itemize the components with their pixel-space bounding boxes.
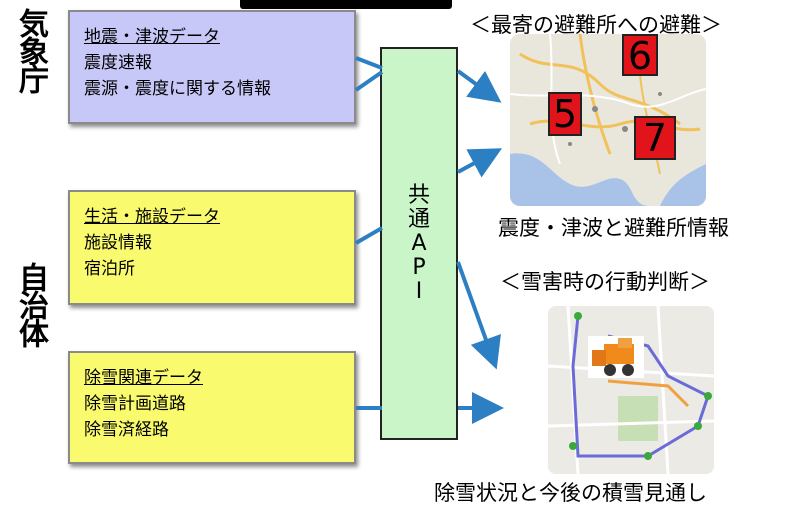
map-drawing [510, 34, 706, 206]
municipality-label: 自治体 [10, 262, 50, 402]
top-bar [240, 0, 452, 9]
evacuation-panel-title: ＜最寄の避難所への避難＞ [470, 13, 722, 37]
magnitude-marker: 5 [548, 92, 582, 136]
earthquake-box-item: 震源・震度に関する情報 [84, 79, 271, 99]
arrow-earthquake-to-api-lower [354, 70, 384, 92]
snow-map-image [548, 306, 714, 474]
arrow-api-to-snow-map [456, 261, 501, 370]
common-api-box: 共 通 A P I [380, 47, 458, 440]
arrow-facility-to-api [355, 226, 383, 245]
snow-map-drawing [548, 306, 714, 474]
facility-data-box: 生活・施設データ 施設情報 宿泊所 [68, 190, 356, 305]
arrow-api-to-evacuation-map-2 [457, 148, 503, 178]
snow-removal-data-box: 除雪関連データ 除雪計画道路 除雪済経路 [68, 351, 356, 464]
api-char: 共 [407, 183, 430, 208]
facility-box-item: 施設情報 [84, 233, 152, 253]
earthquake-box-item: 震度速報 [84, 53, 152, 73]
api-char: A [411, 231, 427, 256]
snowplow-icon [588, 336, 644, 378]
snow-box-item: 除雪計画道路 [84, 394, 186, 414]
jma-label-text: 気象庁 [13, 8, 48, 92]
snow-box-heading: 除雪関連データ [84, 368, 203, 388]
arrow-api-to-evacuation-map [456, 69, 502, 103]
magnitude-marker: 7 [634, 116, 676, 160]
earthquake-data-box: 地震・津波データ 震度速報 震源・震度に関する情報 [68, 10, 356, 124]
snow-panel-caption: 除雪状況と今後の積雪見通し [434, 481, 707, 505]
facility-box-item: 宿泊所 [84, 259, 135, 279]
snow-panel-title: ＜雪害時の行動判断＞ [500, 270, 710, 294]
arrow-earthquake-to-api-upper [355, 56, 383, 70]
snow-box-item: 除雪済経路 [84, 420, 169, 440]
api-char: P [412, 255, 426, 280]
jma-label: 気象庁 [10, 8, 50, 148]
facility-box-heading: 生活・施設データ [84, 207, 220, 227]
earthquake-box-heading: 地震・津波データ [84, 27, 220, 47]
evacuation-panel-caption: 震度・津波と避難所情報 [498, 216, 729, 240]
common-api-label: 共 通 A P I [382, 184, 456, 304]
magnitude-marker: 6 [622, 34, 658, 76]
api-char: 通 [407, 207, 430, 232]
api-char: I [415, 279, 423, 304]
municipality-label-text: 自治体 [13, 262, 48, 346]
earthquake-map-image: 6 5 7 [510, 34, 706, 206]
